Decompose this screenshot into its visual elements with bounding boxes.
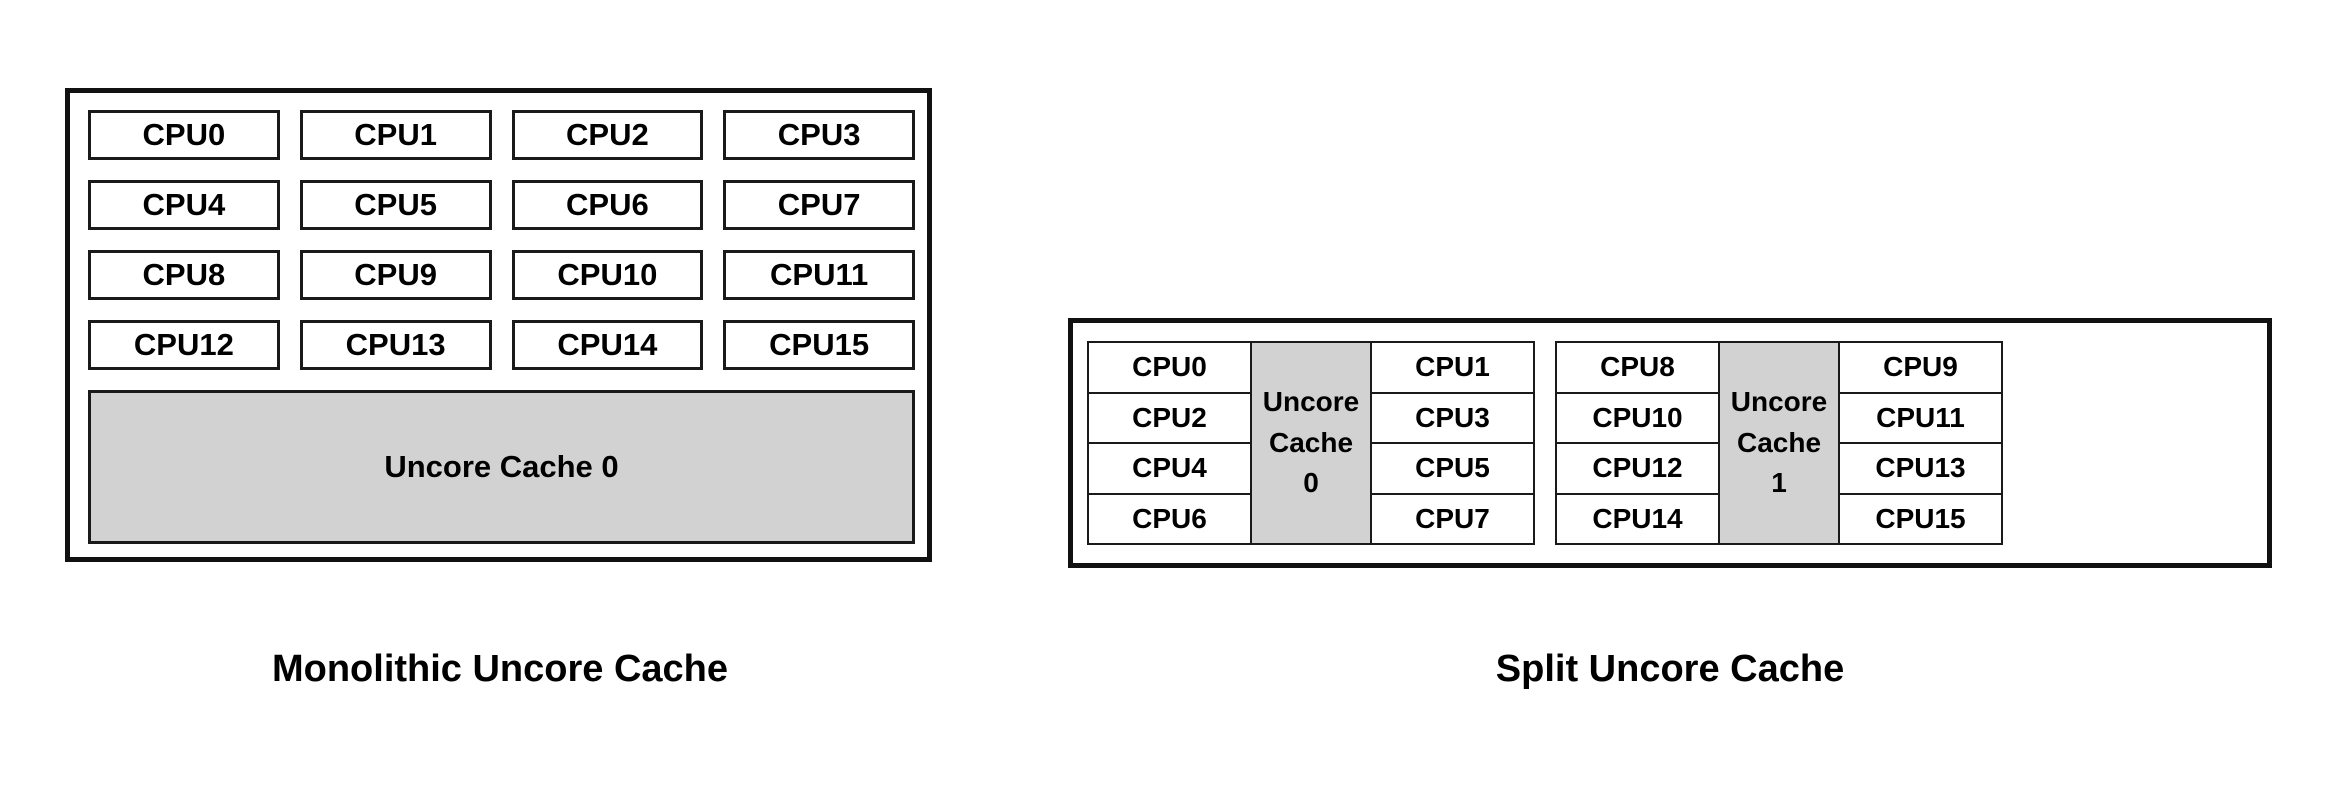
cpu-box: CPU5 (1370, 442, 1535, 495)
cpu-box: CPU12 (1555, 442, 1720, 495)
cpu-box: CPU14 (1555, 492, 1720, 545)
cpu-box: CPU3 (1370, 391, 1535, 444)
cpu-box: CPU1 (299, 110, 492, 160)
cpu-box: CPU8 (1555, 341, 1720, 394)
cpu-box: CPU0 (1087, 341, 1252, 394)
cpu-box: CPU11 (1838, 391, 2003, 444)
cpu-box: CPU3 (723, 110, 915, 160)
cpu-box: CPU4 (1087, 442, 1252, 495)
uncore-cache-label-line3: 0 (1303, 467, 1319, 499)
uncore-cache-label-line1: Uncore (1730, 386, 1828, 418)
cluster-right-cpu-column: CPU1 CPU3 CPU5 CPU7 (1370, 341, 1535, 545)
cluster-right-cpu-column: CPU9 CPU11 CPU13 CPU15 (1838, 341, 2003, 545)
cpu-box: CPU10 (1555, 391, 1720, 444)
cluster-left-cpu-column: CPU8 CPU10 CPU12 CPU14 (1555, 341, 1720, 545)
uncore-cache-label-line2: Cache (1736, 426, 1822, 458)
uncore-cache-label-line3: 1 (1771, 467, 1787, 499)
cpu-box: CPU9 (1838, 341, 2003, 394)
monolithic-diagram-caption: Monolithic Uncore Cache (271, 648, 729, 690)
cpu-box: CPU15 (1838, 492, 2003, 545)
split-uncore-cache-diagram: CPU0 CPU2 CPU4 CPU6 Uncore Cache 0 CPU1 … (1068, 318, 2272, 568)
split-cluster: CPU8 CPU10 CPU12 CPU14 Uncore Cache 1 CP… (1555, 341, 2003, 545)
cpu-box: CPU2 (511, 110, 704, 160)
cpu-box: CPU12 (88, 320, 280, 370)
monolithic-cpu-grid: CPU0 CPU1 CPU2 CPU3 CPU4 CPU5 CPU6 CPU7 … (88, 110, 915, 370)
cpu-box: CPU15 (723, 320, 915, 370)
cpu-box: CPU6 (511, 180, 704, 230)
cpu-box: CPU7 (723, 180, 915, 230)
cpu-box: CPU6 (1087, 492, 1252, 545)
cpu-box: CPU1 (1370, 341, 1535, 394)
cpu-box: CPU0 (88, 110, 280, 160)
monolithic-uncore-cache-diagram: CPU0 CPU1 CPU2 CPU3 CPU4 CPU5 CPU6 CPU7 … (65, 88, 932, 562)
split-diagram-caption: Split Uncore Cache (1495, 648, 1845, 690)
cpu-box: CPU5 (299, 180, 492, 230)
cpu-box: CPU13 (1838, 442, 2003, 495)
cpu-box: CPU13 (299, 320, 492, 370)
uncore-cache-label-line1: Uncore (1262, 386, 1360, 418)
uncore-cache-label-line2: Cache (1268, 426, 1354, 458)
cpu-box: CPU7 (1370, 492, 1535, 545)
uncore-cache-block: Uncore Cache 0 (1250, 341, 1372, 545)
uncore-cache-block: Uncore Cache 1 (1718, 341, 1840, 545)
uncore-cache-block: Uncore Cache 0 (88, 390, 915, 544)
cpu-box: CPU11 (723, 250, 915, 300)
cpu-box: CPU10 (511, 250, 704, 300)
cpu-box: CPU2 (1087, 391, 1252, 444)
cpu-box: CPU9 (299, 250, 492, 300)
cpu-box: CPU4 (88, 180, 280, 230)
cpu-box: CPU8 (88, 250, 280, 300)
cluster-left-cpu-column: CPU0 CPU2 CPU4 CPU6 (1087, 341, 1252, 545)
split-cluster: CPU0 CPU2 CPU4 CPU6 Uncore Cache 0 CPU1 … (1087, 341, 1535, 545)
cpu-box: CPU14 (511, 320, 704, 370)
